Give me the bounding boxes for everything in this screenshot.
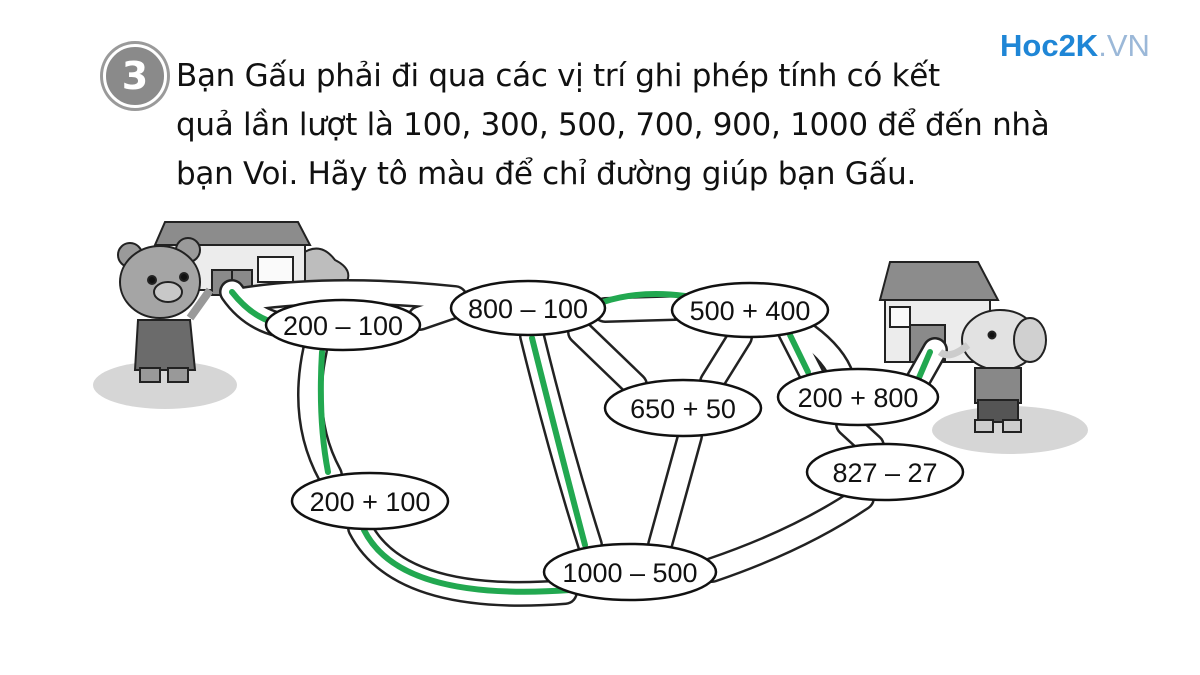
node-200-100[interactable]: 200 – 100 [264,298,422,352]
bear-icon [117,237,214,383]
node-label: 200 – 100 [283,311,403,341]
logo-suffix: .VN [1098,28,1150,63]
node-label: 1000 – 500 [562,558,697,588]
logo-main: Hoc2K [1000,28,1099,63]
node-label: 200 + 100 [310,487,431,517]
node-200-100b[interactable]: 200 + 100 [290,471,450,531]
node-label: 500 + 400 [690,296,811,326]
question-line: quả lần lượt là 100, 300, 500, 700, 900,… [176,107,1050,143]
question-line: bạn Voi. Hãy tô màu để chỉ đường giúp bạ… [176,156,917,192]
exercise-question: Bạn Gấu phải đi qua các vị trí ghi phép … [176,52,1076,199]
logo: Hoc2K.VN [1000,28,1150,64]
question-line: Bạn Gấu phải đi qua các vị trí ghi phép … [176,58,940,94]
node-800-100[interactable]: 800 – 100 [449,279,607,337]
node-500-400[interactable]: 500 + 400 [670,281,830,339]
node-label: 650 + 50 [630,394,736,424]
node-label: 827 – 27 [832,458,937,488]
exercise-number-badge: 3 [103,44,167,108]
node-200-800[interactable]: 200 + 800 [776,367,940,427]
bear-shadow [93,361,237,409]
node-827-27[interactable]: 827 – 27 [805,442,965,502]
answer-path [229,289,933,595]
node-650-50[interactable]: 650 + 50 [603,378,763,438]
node-1000-500[interactable]: 1000 – 500 [542,542,718,602]
elephant-icon [937,309,1047,433]
node-label: 800 – 100 [468,294,588,324]
node-label: 200 + 800 [798,383,919,413]
